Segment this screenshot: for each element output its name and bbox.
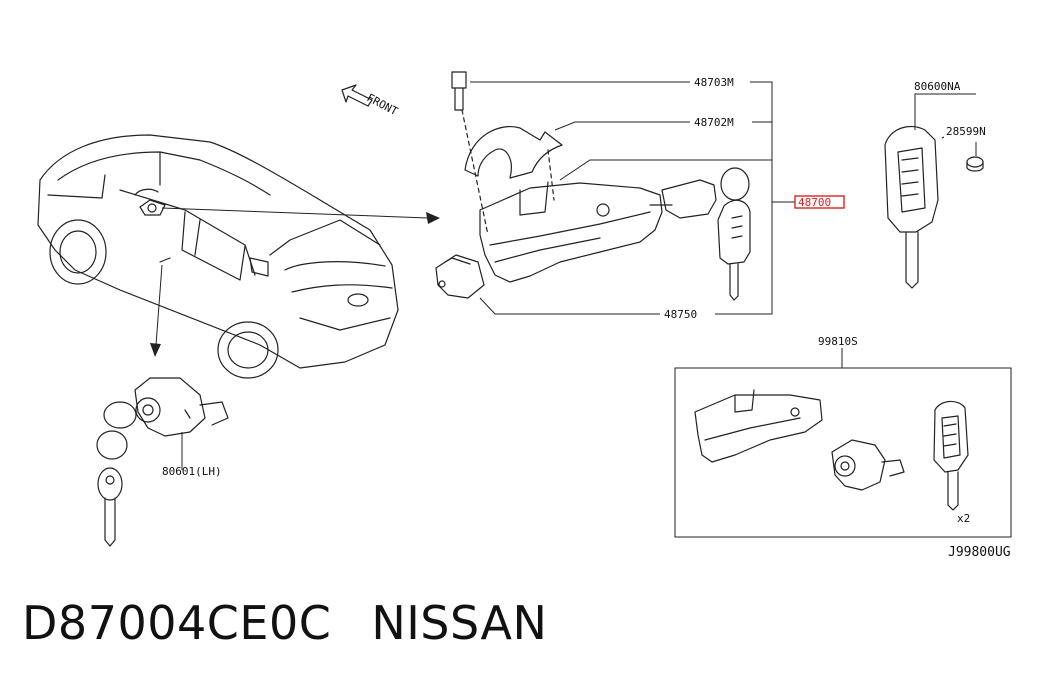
pointer-arrows [150, 207, 440, 357]
vehicle-illustration [37, 134, 399, 379]
remote-key-80600na [884, 125, 984, 289]
callout-48700: 48700 [798, 196, 831, 209]
callout-48703m: 48703M [694, 76, 734, 89]
kit-99810s-contents [694, 389, 969, 511]
callout-99810s: 99810S [818, 335, 858, 348]
flip-key-48700 [661, 167, 751, 301]
kit-quantity: x2 [957, 512, 970, 525]
kit-99810s-box [674, 367, 1012, 538]
callout-leaders-remote [914, 93, 977, 156]
callout-48700-highlight [794, 195, 845, 209]
callout-48702m: 48702M [694, 116, 734, 129]
callout-28599n: 28599N [946, 125, 986, 138]
callout-80600na: 80600NA [914, 80, 961, 93]
callout-leaders-main [470, 81, 795, 315]
part-number: D87004CE0C [22, 596, 332, 650]
front-label: FRONT [365, 91, 401, 118]
drawing-code: J99800UG [948, 545, 1011, 560]
front-arrow-icon [341, 84, 373, 107]
front-direction-indicator: FRONT [341, 84, 401, 118]
steering-lock-assembly [435, 71, 673, 299]
door-lock-cylinder-80601 [96, 377, 229, 547]
callout-80601: 80601(LH) [162, 465, 222, 478]
callout-48750: 48750 [664, 308, 697, 321]
brand-name: NISSAN [371, 596, 548, 650]
page-caption: D87004CE0C NISSAN [22, 596, 547, 650]
